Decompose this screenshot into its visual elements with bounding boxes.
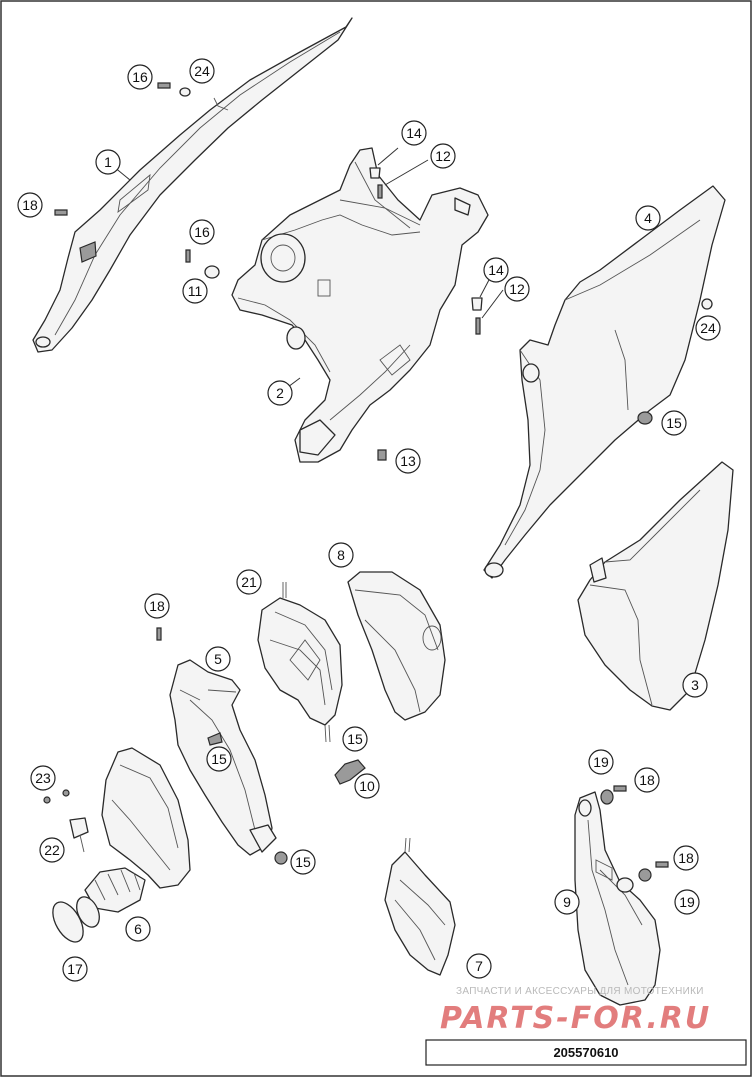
watermark: ЗАПЧАСТИ И АКСЕССУАРЫ ДЛЯ МОТОТЕХНИКИ PA… — [440, 986, 711, 1036]
watermark-brand: PARTS-FOR.RU — [440, 1001, 711, 1036]
callout-11: 11 — [182, 278, 208, 304]
callout-18-mid: 18 — [144, 593, 170, 619]
callout-16-top: 16 — [127, 64, 153, 90]
callout-24-right-label: 24 — [700, 320, 716, 336]
callout-12-right: 12 — [504, 276, 530, 302]
callout-8: 8 — [328, 542, 354, 568]
callout-5-label: 5 — [214, 651, 222, 667]
part-4-side-panel — [483, 185, 726, 579]
callout-11-label: 11 — [188, 283, 203, 299]
callout-14-right-label: 14 — [488, 262, 504, 278]
callout-9-label: 9 — [563, 894, 571, 910]
callout-16-mid-label: 16 — [194, 224, 210, 240]
callout-13: 13 — [395, 448, 421, 474]
callout-12-upper-label: 12 — [435, 148, 451, 164]
part-17-cap — [52, 901, 84, 943]
callout-7: 7 — [466, 953, 492, 979]
callout-15-filter: 15 — [342, 726, 368, 752]
callout-14-upper-label: 14 — [406, 125, 422, 141]
callout-9: 9 — [554, 889, 580, 915]
watermark-tagline: ЗАПЧАСТИ И АКСЕССУАРЫ ДЛЯ МОТОТЕХНИКИ — [456, 986, 704, 997]
callout-14-upper: 14 — [401, 120, 427, 146]
callout-7-label: 7 — [475, 958, 483, 974]
callout-19-lower: 19 — [674, 889, 700, 915]
callout-14-right: 14 — [483, 257, 509, 283]
callout-2-label: 2 — [276, 385, 284, 401]
part-3-cover-panel — [577, 461, 734, 711]
part-23-screws — [43, 789, 70, 804]
callout-6: 6 — [125, 916, 151, 942]
callout-15-frame-label: 15 — [211, 751, 227, 767]
callout-24-top: 24 — [189, 58, 215, 84]
callout-18-left-label: 18 — [22, 197, 38, 213]
callout-24-right: 24 — [695, 315, 721, 341]
callout-24-top-label: 24 — [194, 63, 210, 79]
callout-18-right-upper: 18 — [634, 767, 660, 793]
part-1-air-scoop — [32, 17, 353, 353]
callout-23-label: 23 — [35, 770, 51, 786]
callout-15-filter-label: 15 — [347, 731, 363, 747]
callout-18-right-lower: 18 — [673, 845, 699, 871]
callout-2: 2 — [267, 380, 293, 406]
part-8-air-filter — [347, 571, 446, 721]
callout-12-right-label: 12 — [509, 281, 525, 297]
part-7-air-duct — [384, 837, 456, 976]
callout-1: 1 — [95, 149, 121, 175]
reference-number-box: 205570610 — [425, 1039, 747, 1066]
callout-6-label: 6 — [134, 921, 142, 937]
part-2-airbox — [231, 147, 489, 463]
callout-3-label: 3 — [691, 677, 699, 693]
callout-21: 21 — [236, 569, 262, 595]
part-9-bracket — [574, 791, 661, 1006]
callout-8-label: 8 — [337, 547, 345, 563]
callout-18-mid-label: 18 — [149, 598, 165, 614]
callout-15-frame: 15 — [206, 746, 232, 772]
part-10-clip — [334, 759, 366, 785]
part-21-filter-cage — [257, 582, 343, 743]
callout-19-lower-label: 19 — [679, 894, 695, 910]
callout-16-top-label: 16 — [132, 69, 148, 85]
callout-22-label: 22 — [44, 842, 60, 858]
callout-16-mid: 16 — [189, 219, 215, 245]
callout-4-label: 4 — [644, 210, 652, 226]
callout-15-lower-label: 15 — [295, 854, 311, 870]
callout-19-upper: 19 — [588, 749, 614, 775]
callout-15-right: 15 — [661, 410, 687, 436]
callout-23: 23 — [30, 765, 56, 791]
callout-22: 22 — [39, 837, 65, 863]
callout-15-lower: 15 — [290, 849, 316, 875]
callout-17: 17 — [62, 956, 88, 982]
callout-10: 10 — [354, 773, 380, 799]
callout-13-label: 13 — [400, 453, 416, 469]
callout-18-left: 18 — [17, 192, 43, 218]
callout-1-label: 1 — [104, 154, 112, 170]
reference-number: 205570610 — [553, 1045, 618, 1060]
callout-3: 3 — [682, 672, 708, 698]
callout-21-label: 21 — [241, 574, 257, 590]
callout-18-right-upper-label: 18 — [639, 772, 655, 788]
callout-10-label: 10 — [359, 778, 375, 794]
callout-5: 5 — [205, 646, 231, 672]
part-6-intake-boot — [76, 747, 191, 928]
callout-19-upper-label: 19 — [593, 754, 609, 770]
callout-18-right-lower-label: 18 — [678, 850, 694, 866]
callout-4: 4 — [635, 205, 661, 231]
callout-12-upper: 12 — [430, 143, 456, 169]
callout-17-label: 17 — [67, 961, 83, 977]
fasteners — [54, 82, 713, 882]
part-22-sensor — [69, 817, 89, 853]
callout-15-right-label: 15 — [666, 415, 682, 431]
